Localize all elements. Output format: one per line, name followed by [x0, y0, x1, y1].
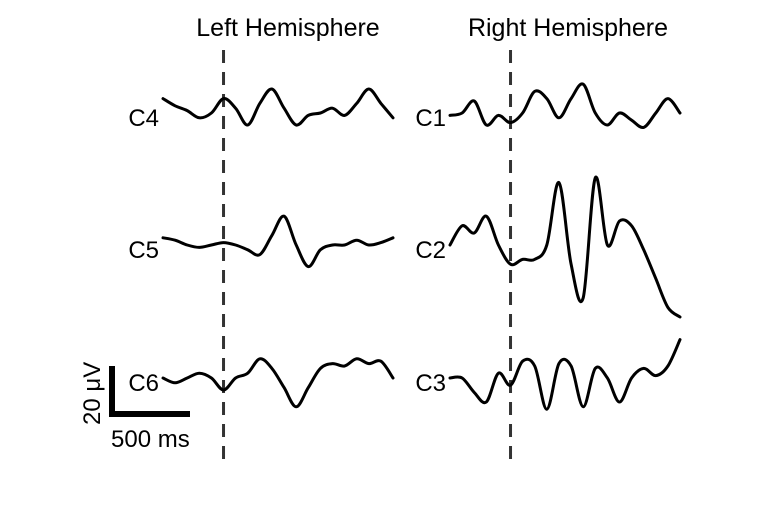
channel-label-c6: C6 [128, 370, 159, 397]
scale-bar-amplitude-label: 20 μV [79, 362, 106, 425]
trace-c5 [161, 214, 395, 269]
stimulus-markers [222, 50, 513, 460]
channel-label-c5: C5 [128, 237, 159, 264]
eeg-traces [161, 82, 682, 411]
panel-title-left: Left Hemisphere [196, 14, 379, 42]
trace-c2 [448, 175, 682, 319]
channel-label-c3: C3 [415, 370, 446, 397]
channel-label-c4: C4 [128, 105, 159, 132]
scale-bar-lines [109, 366, 190, 417]
channel-label-c2: C2 [415, 237, 446, 264]
panel-title-right: Right Hemisphere [468, 14, 668, 42]
channel-label-c1: C1 [415, 105, 446, 132]
scale-bar: 20 μV 500 ms [79, 362, 190, 453]
scale-bar-time-label: 500 ms [111, 426, 190, 453]
trace-c4 [161, 87, 395, 127]
trace-c6 [161, 357, 395, 409]
trace-c3 [448, 338, 682, 411]
trace-c1 [448, 82, 682, 130]
